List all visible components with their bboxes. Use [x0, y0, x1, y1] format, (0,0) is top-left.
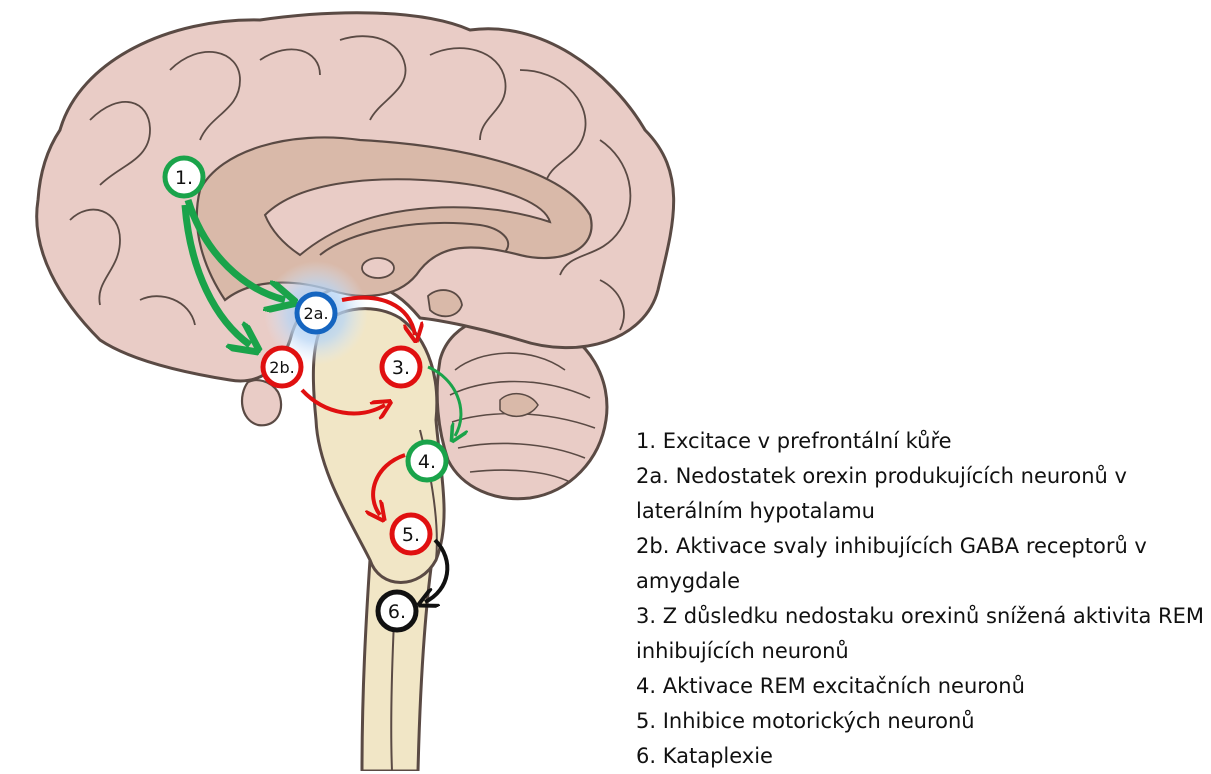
svg-text:3.: 3. [392, 357, 410, 379]
legend: 1. Excitace v prefrontální kůře 2a. Nedo… [636, 424, 1211, 774]
legend-item-4: 4. Aktivace REM excitačních neuronů [636, 669, 1211, 704]
marker-4: 4. [408, 442, 446, 480]
legend-item-6: 6. Kataplexie [636, 739, 1211, 774]
legend-item-1: 1. Excitace v prefrontální kůře [636, 424, 1211, 459]
legend-item-5: 5. Inhibice motorických neuronů [636, 704, 1211, 739]
svg-text:2a.: 2a. [303, 304, 328, 323]
legend-item-2a: 2a. Nedostatek orexin produkujících neur… [636, 459, 1211, 529]
marker-3: 3. [382, 348, 420, 386]
svg-text:5.: 5. [402, 524, 420, 546]
svg-text:6.: 6. [388, 601, 406, 623]
marker-5: 5. [392, 515, 430, 553]
marker-1: 1. [165, 158, 203, 196]
legend-item-2b: 2b. Aktivace svaly inhibujících GABA rec… [636, 529, 1211, 599]
svg-text:1.: 1. [175, 167, 193, 189]
marker-2a: 2a. [297, 294, 335, 332]
legend-item-3: 3. Z důsledku nedostaku orexinů snížená … [636, 599, 1211, 669]
svg-text:2b.: 2b. [269, 358, 294, 377]
svg-text:4.: 4. [418, 451, 436, 473]
marker-6: 6. [378, 592, 416, 630]
marker-2b: 2b. [263, 348, 301, 386]
